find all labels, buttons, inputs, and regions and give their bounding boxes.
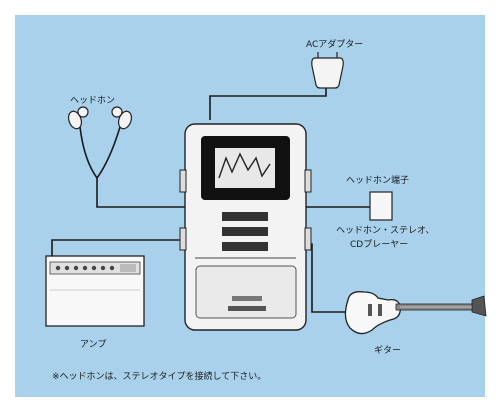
footnote: ※ヘッドホンは、ステレオタイプを接続して下さい。 xyxy=(52,372,267,382)
device-display xyxy=(215,148,275,188)
guitar-icon xyxy=(344,291,487,335)
ac-adapter-cable xyxy=(209,88,327,120)
stereo-cd-label: ヘッドホン・ステレオ、 xyxy=(336,226,435,236)
headphones-icon xyxy=(67,106,133,130)
device-button-1 xyxy=(222,212,268,221)
amp-icon xyxy=(45,255,145,327)
ac-adapter-icon xyxy=(311,52,344,89)
cd-player-icon xyxy=(369,191,393,221)
device-button-3 xyxy=(222,242,268,251)
headphone-jack-label: ヘッドホン端子 xyxy=(346,176,410,186)
device-button-2 xyxy=(222,227,268,236)
ac-adapter-label: ACアダプター xyxy=(306,40,364,50)
multi-effects-device xyxy=(179,123,312,331)
amp-cable xyxy=(51,239,185,256)
amp-label: アンプ xyxy=(80,340,107,350)
headphone-split-cable xyxy=(79,126,121,180)
cd-player-label: CDプレーヤー xyxy=(350,240,409,250)
guitar-label: ギター xyxy=(374,346,402,356)
guitar-cable xyxy=(306,243,348,313)
headphones-label: ヘッドホン xyxy=(70,96,116,106)
